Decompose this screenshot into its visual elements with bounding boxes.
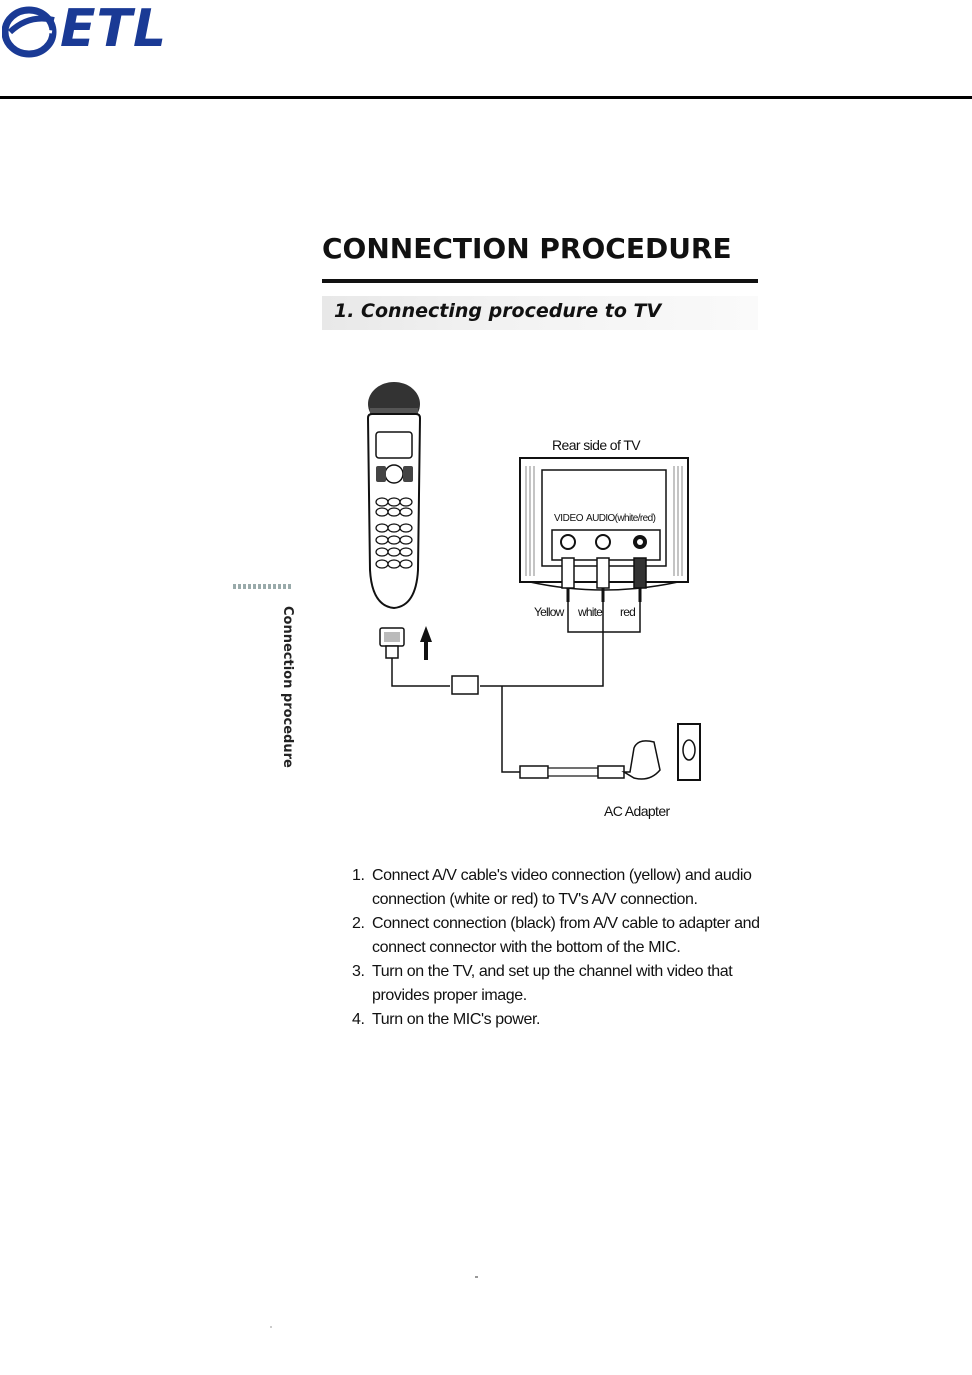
list-item: 2. Connect connection (black) from A/V ca…	[352, 912, 772, 960]
tv-icon	[519, 457, 689, 591]
rca-plugs-icon	[561, 557, 647, 602]
step-text: Turn on the MIC's power.	[372, 1011, 541, 1028]
etl-logo-mark-icon	[2, 6, 57, 58]
step-text: Connect connection (black) from A/V cabl…	[372, 915, 760, 956]
ac-adapter-icon	[519, 723, 701, 781]
cable-label-red: red	[620, 605, 635, 619]
side-tab-label: Connection procedure	[280, 606, 295, 768]
list-item: 3. Turn on the TV, and set up the channel…	[352, 960, 772, 1008]
section-title: CONNECTION PROCEDURE	[322, 232, 732, 265]
etl-logo: ETL	[2, 0, 172, 60]
list-item: 4. Turn on the MIC's power.	[352, 1008, 772, 1032]
subtitle-band	[322, 296, 758, 330]
microphone-icon	[366, 382, 422, 610]
connection-diagram: Rear side of TV VIDEO AUDIO(white/red) Y…	[320, 370, 760, 840]
scan-speck	[270, 1326, 272, 1328]
instruction-list: 1. Connect A/V cable's video connection (…	[352, 864, 772, 1032]
header-divider	[0, 96, 972, 99]
logo-text: ETL	[60, 0, 168, 59]
step-number: 1.	[352, 867, 365, 884]
audio-port-label: AUDIO(white/red)	[586, 513, 656, 524]
mic-connector-icon	[379, 626, 432, 660]
cable-label-yellow: Yellow	[534, 605, 565, 619]
step-text: Connect A/V cable's video connection (ye…	[372, 867, 752, 908]
step-number: 3.	[352, 963, 365, 980]
scan-speck	[475, 1276, 478, 1278]
side-tab: Connection procedure	[275, 606, 295, 786]
step-number: 2.	[352, 915, 365, 932]
tv-label: Rear side of TV	[552, 437, 641, 453]
section-title-underline	[322, 279, 758, 283]
step-text: Turn on the TV, and set up the channel w…	[372, 963, 733, 1004]
side-tab-marker	[233, 584, 291, 589]
step-number: 4.	[352, 1011, 365, 1028]
list-item: 1. Connect A/V cable's video connection (…	[352, 864, 772, 912]
subtitle: 1. Connecting procedure to TV	[334, 300, 662, 322]
av-cable-icon	[391, 602, 641, 773]
video-port-label: VIDEO	[554, 513, 584, 524]
cable-label-white: white	[577, 605, 603, 619]
ac-adapter-label: AC Adapter	[604, 803, 671, 819]
connection-diagram-svg: Rear side of TV VIDEO AUDIO(white/red) Y…	[366, 382, 701, 819]
